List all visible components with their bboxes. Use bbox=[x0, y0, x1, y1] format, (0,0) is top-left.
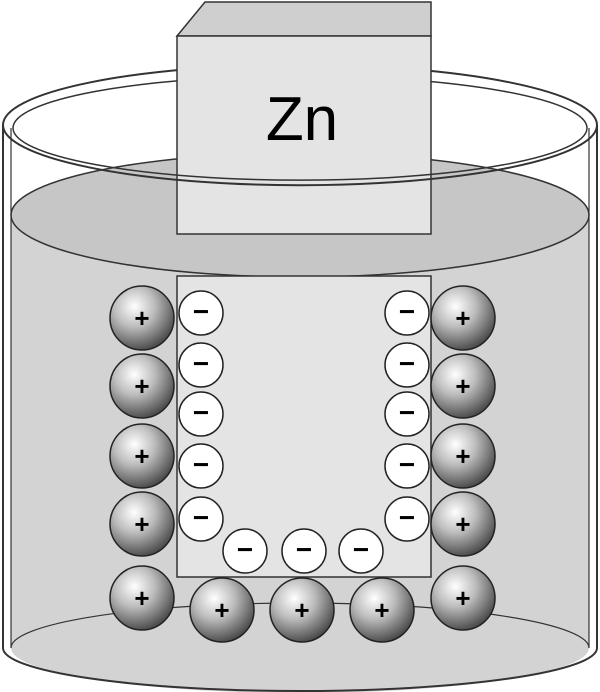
anion-10: − bbox=[222, 528, 268, 574]
anion-symbol: − bbox=[399, 348, 415, 379]
anion-2: − bbox=[178, 391, 224, 437]
anion-11: − bbox=[281, 528, 327, 574]
cation-symbol: + bbox=[134, 441, 149, 471]
cation-2: + bbox=[109, 423, 175, 489]
anion-12: − bbox=[338, 528, 384, 574]
anion-0: − bbox=[178, 290, 224, 336]
anion-7: − bbox=[384, 391, 430, 437]
cation-sphere bbox=[109, 285, 175, 351]
anion-circle bbox=[178, 443, 224, 489]
cation-5: + bbox=[430, 353, 496, 419]
anion-circle bbox=[338, 528, 384, 574]
cation-symbol: + bbox=[455, 509, 470, 539]
cation-3: + bbox=[109, 491, 175, 557]
anion-symbol: − bbox=[193, 502, 209, 533]
anion-circle bbox=[384, 290, 430, 336]
anion-symbol: − bbox=[399, 502, 415, 533]
anion-symbol: − bbox=[193, 449, 209, 480]
cation-10: + bbox=[269, 577, 335, 643]
cation-7: + bbox=[430, 491, 496, 557]
anion-symbol: − bbox=[399, 397, 415, 428]
cation-sphere bbox=[269, 577, 335, 643]
anion-circle bbox=[384, 496, 430, 542]
cation-symbol: + bbox=[134, 509, 149, 539]
zinc-electrode: Zn bbox=[175, 1, 432, 235]
cation-9: + bbox=[189, 577, 255, 643]
anion-circle bbox=[384, 443, 430, 489]
anion-symbol: − bbox=[193, 397, 209, 428]
anion-9: − bbox=[384, 496, 430, 542]
anion-symbol: − bbox=[296, 534, 312, 565]
cation-12: + bbox=[430, 565, 496, 631]
cation-sphere bbox=[430, 285, 496, 351]
anion-circle bbox=[178, 496, 224, 542]
cation-symbol: + bbox=[374, 595, 389, 625]
anion-symbol: − bbox=[399, 296, 415, 327]
cation-sphere bbox=[430, 565, 496, 631]
cation-sphere bbox=[189, 577, 255, 643]
cation-sphere bbox=[349, 577, 415, 643]
cation-1: + bbox=[109, 353, 175, 419]
electrode-label: Zn bbox=[266, 85, 338, 154]
cation-sphere bbox=[430, 423, 496, 489]
anion-circle bbox=[178, 342, 224, 388]
cation-sphere bbox=[109, 423, 175, 489]
beaker-bottom bbox=[2, 647, 598, 692]
anion-symbol: − bbox=[193, 348, 209, 379]
anion-5: − bbox=[384, 290, 430, 336]
cation-6: + bbox=[430, 423, 496, 489]
anion-6: − bbox=[384, 342, 430, 388]
anion-symbol: − bbox=[193, 296, 209, 327]
anion-circle bbox=[384, 342, 430, 388]
cation-sphere bbox=[430, 353, 496, 419]
anion-symbol: − bbox=[399, 449, 415, 480]
anion-circle bbox=[384, 391, 430, 437]
cation-8: + bbox=[109, 565, 175, 631]
cation-symbol: + bbox=[134, 303, 149, 333]
cation-sphere bbox=[109, 353, 175, 419]
beaker-inner-rim-front bbox=[12, 127, 588, 181]
cation-symbol: + bbox=[134, 371, 149, 401]
beaker-rim-front bbox=[2, 124, 598, 187]
anion-circle bbox=[178, 391, 224, 437]
cation-symbol: + bbox=[455, 371, 470, 401]
cation-sphere bbox=[109, 491, 175, 557]
anion-circle bbox=[281, 528, 327, 574]
anion-symbol: − bbox=[353, 534, 369, 565]
anion-4: − bbox=[178, 496, 224, 542]
anion-1: − bbox=[178, 342, 224, 388]
cation-11: + bbox=[349, 577, 415, 643]
ions-layer: +++++++++++++−−−−−−−−−−−−− bbox=[109, 285, 496, 643]
cation-symbol: + bbox=[294, 595, 309, 625]
anion-circle bbox=[178, 290, 224, 336]
cation-0: + bbox=[109, 285, 175, 351]
cation-symbol: + bbox=[455, 583, 470, 613]
electrode-front-face bbox=[176, 35, 432, 235]
anion-circle bbox=[222, 528, 268, 574]
anion-3: − bbox=[178, 443, 224, 489]
electrode-top-face bbox=[175, 1, 432, 37]
cation-symbol: + bbox=[214, 595, 229, 625]
cation-symbol: + bbox=[134, 583, 149, 613]
anion-8: − bbox=[384, 443, 430, 489]
cation-4: + bbox=[430, 285, 496, 351]
cation-symbol: + bbox=[455, 303, 470, 333]
cation-sphere bbox=[430, 491, 496, 557]
anion-symbol: − bbox=[237, 534, 253, 565]
cation-symbol: + bbox=[455, 441, 470, 471]
cation-sphere bbox=[109, 565, 175, 631]
